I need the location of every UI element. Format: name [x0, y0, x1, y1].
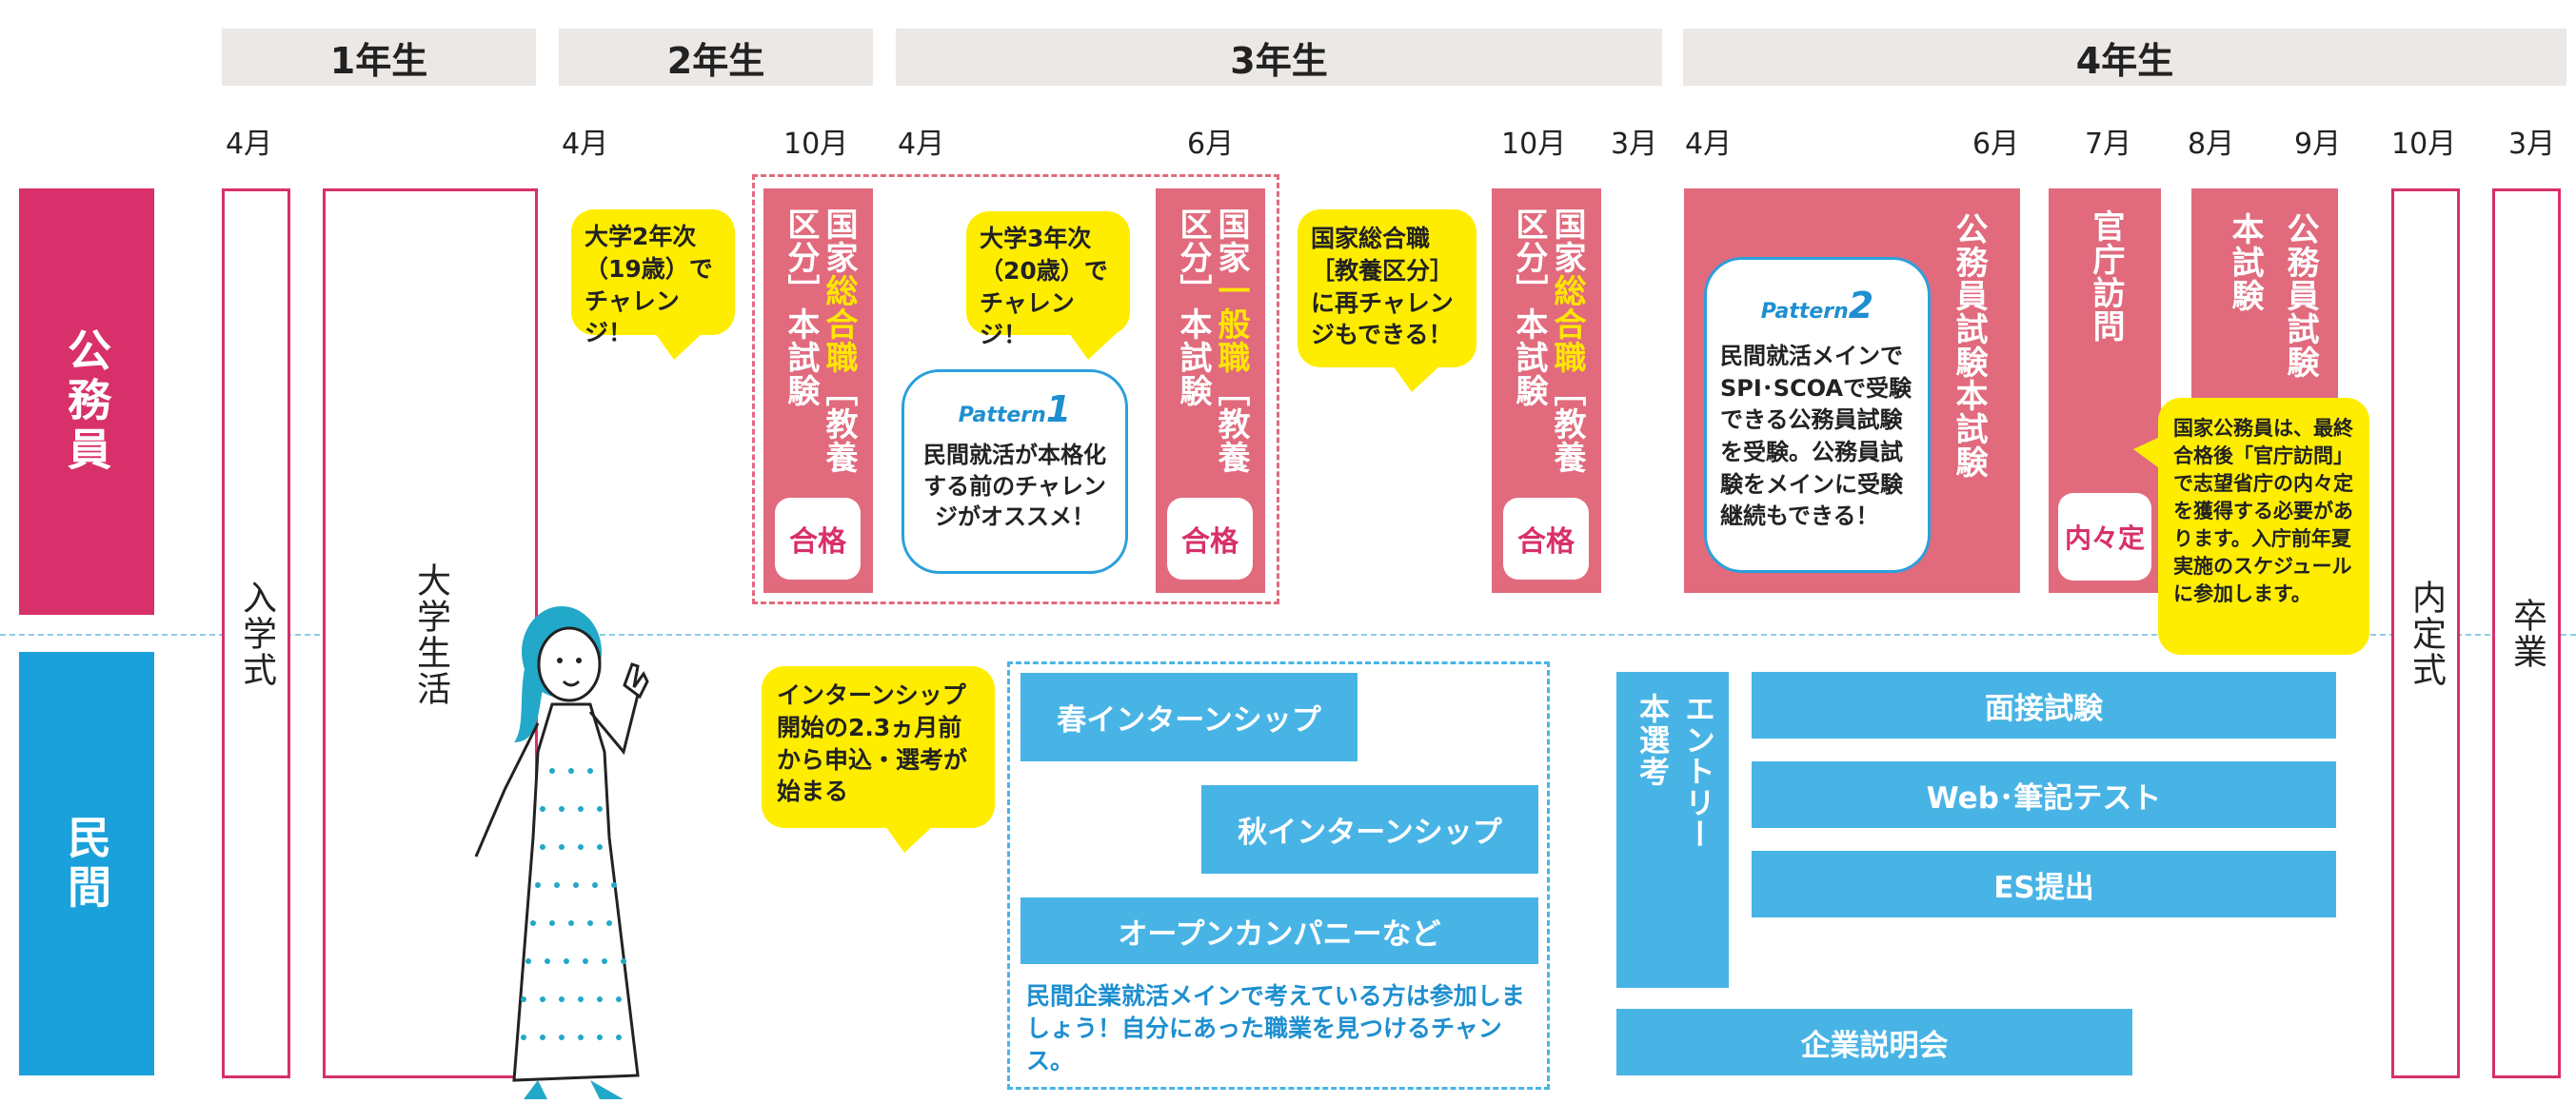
month-label: 6月	[1187, 128, 1235, 161]
bubble-tail	[2133, 436, 2162, 470]
callout-text: 大学2年次（19歳）でチャレンジ！	[585, 223, 713, 347]
callout-bubble-retry: 国家総合職［教養区分］に再チャレンジもできる！	[1298, 209, 1476, 392]
campus-life-label: 大学生活	[411, 562, 450, 707]
web-test-bar: Web･筆記テスト	[1752, 761, 2336, 828]
pattern-1-title: Pattern1	[958, 388, 1072, 430]
pass-badge: 合格	[1503, 498, 1589, 580]
month-label: 9月	[2294, 128, 2342, 161]
callout-bubble-internship: インターンシップ開始の2.3ヵ月前から申込・選考が始まる	[762, 666, 995, 853]
month-label: 10月	[2391, 128, 2457, 161]
bubble-tail	[885, 826, 933, 853]
year-2: 2年生	[559, 29, 873, 86]
entry-selection-bar: エントリー 本選考	[1616, 672, 1729, 988]
callout-bubble-ministry: 国家公務員は、最終合格後「官庁訪問」で志望省庁の内々定を獲得する必要があります。…	[2133, 398, 2369, 655]
pattern-2-text: 民間就活メインでSPI･SCOAで受験できる公務員試験を受験。公務員試験をメイン…	[1720, 343, 1912, 530]
month-label: 7月	[2085, 128, 2132, 161]
offer-ceremony-column: 内定式	[2391, 188, 2460, 1078]
internship-note: 民間企業就活メインで考えている方は参加しましょう！自分にあった職業を見つけるチャ…	[1026, 982, 1525, 1074]
month-label: 6月	[1972, 128, 2020, 161]
callout-text: 大学3年次（20歳）でチャレンジ！	[980, 225, 1108, 349]
pass-badge: 合格	[1167, 498, 1253, 580]
pattern-1-card: Pattern1 民間就活が本格化する前のチャレンジがオススメ！	[902, 369, 1128, 574]
es-submission-bar: ES提出	[1752, 851, 2336, 917]
row-label-public: 公務員	[19, 188, 154, 615]
national-general-exam-2: 国家一般職［教養区分］本試験 合格	[1156, 188, 1265, 593]
pattern-2-title: Pattern2	[1760, 285, 1874, 326]
exam-title: 国家総合職［教養区分］本試験	[781, 207, 858, 474]
open-company-bar: オープンカンパニーなど	[1020, 897, 1538, 964]
year-3: 3年生	[896, 29, 1662, 86]
month-label: 3月	[2508, 128, 2556, 161]
student-illustration-icon	[474, 606, 649, 1099]
ministry-visit: 官庁訪問 内々定	[2049, 188, 2161, 593]
callout-text: 国家総合職［教養区分］に再チャレンジもできる！	[1311, 225, 1455, 349]
exam-title-b: 公務員試験	[2281, 212, 2319, 379]
first-challenge-group	[752, 174, 1279, 604]
exam-title-a: 本試験	[2226, 212, 2264, 312]
pattern-2-card: Pattern2 民間就活メインでSPI･SCOAで受験できる公務員試験を受験。…	[1704, 257, 1931, 573]
exam-title: 公務員試験本試験	[1950, 212, 1988, 479]
main-selection-label: 本選考	[1635, 693, 1671, 787]
graduation-column: 卒業	[2492, 188, 2561, 1078]
autumn-internship-bar: 秋インターンシップ	[1201, 785, 1538, 874]
month-label: 4月	[562, 128, 609, 161]
month-label: 4月	[898, 128, 945, 161]
exam-title: 国家一般職［教養区分］本試験	[1173, 207, 1250, 474]
informal-offer-badge: 内々定	[2058, 493, 2151, 581]
offer-ceremony-label: 内定式	[2407, 579, 2446, 688]
internship-group	[1007, 661, 1550, 1090]
month-label: 10月	[783, 128, 849, 161]
year-4: 4年生	[1683, 29, 2566, 86]
row-label-private: 民間	[19, 652, 154, 1075]
callout-text: 国家公務員は、最終合格後「官庁訪問」で志望省庁の内々定を獲得する必要があります。…	[2173, 417, 2353, 605]
campus-life-column: 大学生活	[323, 188, 538, 1078]
row-divider	[0, 634, 2576, 636]
bubble-tail	[655, 333, 703, 360]
spring-internship-bar: 春インターンシップ	[1020, 673, 1357, 761]
month-label: 4月	[1685, 128, 1733, 161]
month-label: 8月	[2188, 128, 2235, 161]
month-label: 10月	[1501, 128, 1567, 161]
national-general-exam-3: 国家総合職［教養区分］本試験 合格	[1492, 188, 1601, 593]
exam-title: 国家総合職［教養区分］本試験	[1509, 207, 1586, 474]
callout-bubble-2nd-year: 大学2年次（19歳）でチャレンジ！	[571, 209, 735, 360]
graduation-label: 卒業	[2507, 597, 2546, 670]
entrance-ceremony-column: 入学式	[222, 188, 290, 1078]
exam-title: 官庁訪問	[2087, 209, 2125, 343]
month-label: 3月	[1611, 128, 1658, 161]
entry-label: エントリー	[1680, 693, 1716, 850]
month-label: 4月	[226, 128, 273, 161]
callout-text: インターンシップ開始の2.3ヵ月前から申込・選考が始まる	[777, 681, 968, 806]
pattern-1-text: 民間就活が本格化する前のチャレンジがオススメ！	[923, 442, 1106, 531]
national-general-exam-1: 国家総合職［教養区分］本試験 合格	[763, 188, 873, 593]
pass-badge: 合格	[775, 498, 861, 580]
year-1: 1年生	[222, 29, 536, 86]
callout-bubble-3rd-year: 大学3年次（20歳）でチャレンジ！	[966, 211, 1130, 360]
entrance-ceremony-label: 入学式	[237, 579, 276, 688]
company-seminar-bar: 企業説明会	[1616, 1009, 2132, 1075]
interview-bar: 面接試験	[1752, 672, 2336, 739]
bubble-tail	[1069, 333, 1117, 360]
bubble-tail	[1393, 365, 1440, 392]
